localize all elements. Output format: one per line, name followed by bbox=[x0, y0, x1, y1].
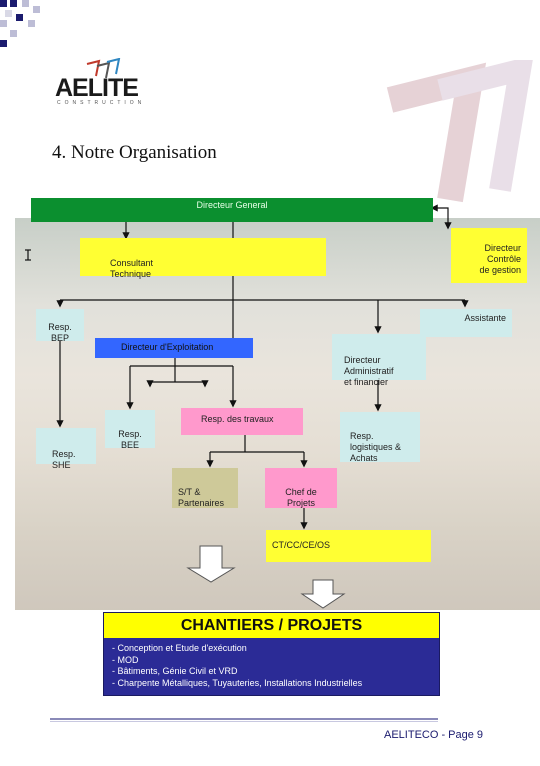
label-assistante: Assistante bbox=[464, 313, 506, 323]
box-st-partenaires: S/T & Partenaires bbox=[172, 468, 238, 508]
box-resp-bee: Resp. BEE bbox=[105, 410, 155, 450]
box-directeur-administratif: Directeur Administratif et financier bbox=[332, 334, 426, 387]
label-resp-bep: Resp. BEP bbox=[48, 322, 72, 343]
list-item: - Bâtiments, Génie Civil et VRD bbox=[112, 666, 238, 676]
page-title: 4. Notre Organisation bbox=[52, 142, 217, 163]
label-ct-cc-ce-os: CT/CC/CE/OS bbox=[272, 540, 331, 550]
label-directeur-controle: Directeur Contrôle de gestion bbox=[479, 243, 521, 275]
list-item: - Conception et Etude d'exécution bbox=[112, 643, 247, 653]
box-directeur-controle: Directeur Contrôle de gestion bbox=[451, 228, 527, 283]
page-number: AELITECO - Page 9 bbox=[384, 729, 484, 741]
logo-mark-icon bbox=[86, 58, 121, 78]
chantiers-panel: CHANTIERS / PROJETS - Conception et Etud… bbox=[103, 612, 440, 696]
footer-divider bbox=[50, 718, 438, 720]
label-directeur-exploitation: Directeur d'Exploitation bbox=[121, 342, 214, 352]
logo-text: AELITE bbox=[55, 74, 139, 102]
label-resp-she: Resp. SHE bbox=[52, 449, 76, 470]
box-consultant-technique: Consultant Technique bbox=[80, 238, 326, 279]
box-directeur-exploitation: Directeur d'Exploitation bbox=[95, 338, 253, 358]
background-logo-watermark bbox=[386, 60, 533, 203]
box-ct-cc-ce-os: CT/CC/CE/OS bbox=[266, 530, 431, 562]
footer-divider-light bbox=[50, 721, 438, 722]
chantiers-title: CHANTIERS / PROJETS bbox=[104, 613, 439, 638]
label-st-partenaires: S/T & Partenaires bbox=[178, 487, 225, 508]
box-assistante: Assistante bbox=[420, 309, 512, 337]
box-chef-projets: Chef de Projets bbox=[265, 468, 337, 508]
list-item: - Charpente Métalliques, Tuyauteries, In… bbox=[112, 677, 363, 688]
label-directeur-administratif: Directeur Administratif et financier bbox=[344, 355, 394, 387]
label-resp-travaux: Resp. des travaux bbox=[201, 414, 274, 424]
logo-subtext: CONSTRUCTION bbox=[57, 100, 146, 106]
label-resp-bee: Resp. BEE bbox=[118, 429, 142, 450]
label-consultant-technique: Consultant Technique bbox=[110, 258, 154, 279]
box-resp-she: Resp. SHE bbox=[36, 428, 96, 470]
box-resp-travaux: Resp. des travaux bbox=[181, 408, 303, 435]
box-directeur-general: Directeur General bbox=[31, 198, 433, 222]
company-logo: AELITE CONSTRUCTION bbox=[55, 58, 145, 106]
chantiers-list: - Conception et Etude d'exécution - MOD … bbox=[112, 643, 362, 689]
label-resp-logistiques: Resp. logistiques & Achats bbox=[350, 431, 402, 463]
box-resp-bep: Resp. BEP bbox=[36, 309, 84, 343]
corner-decoration bbox=[0, 0, 46, 60]
label-chef-projets: Chef de Projets bbox=[285, 487, 317, 508]
box-resp-logistiques: Resp. logistiques & Achats bbox=[340, 412, 420, 463]
list-item: - MOD bbox=[112, 654, 139, 665]
